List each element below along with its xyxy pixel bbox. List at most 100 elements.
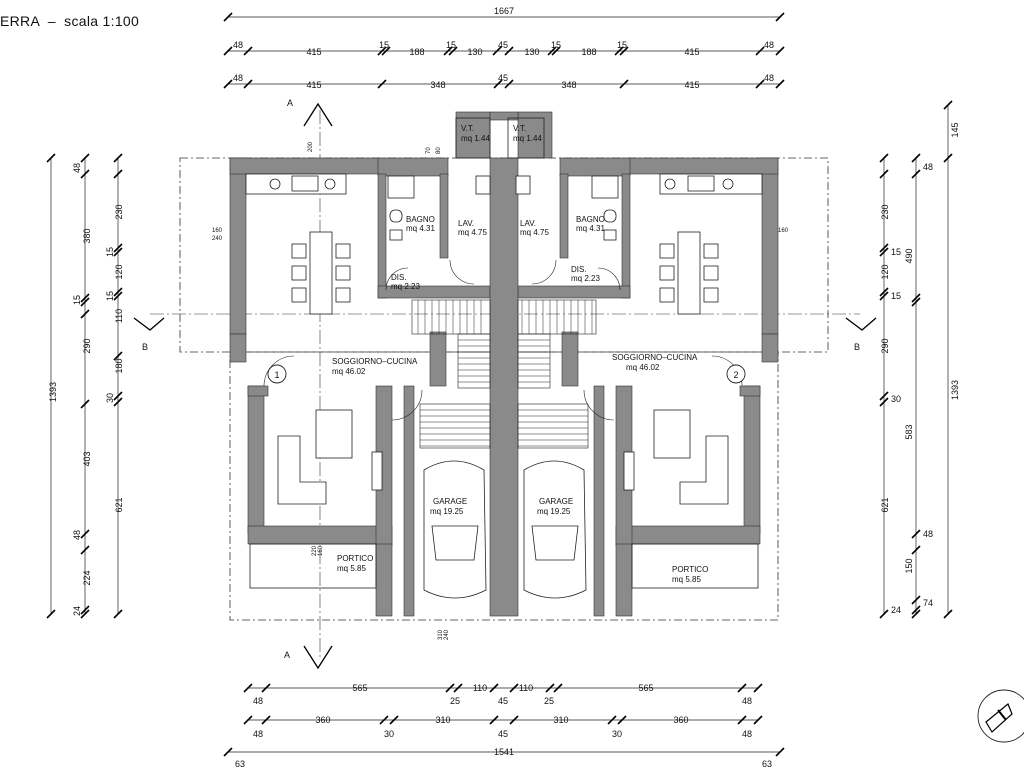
unit-1-circle: [267, 364, 287, 384]
car-right: [523, 460, 587, 599]
row2-ticks-tick: [775, 79, 785, 89]
left-dimensions: 1393 48 380 15 110 290 403 48 224 24 230…: [46, 153, 124, 619]
bottom-dimensions: 48 565 25 110 45 110 25 565 48 48 360 30…: [223, 683, 785, 768]
row1-ticks-tick: [381, 46, 391, 56]
dim-l-1: 380: [82, 228, 92, 243]
soggiorno-left-name: SOGGIORNO–CUCINA: [332, 357, 418, 366]
left-ticks-tick: [80, 169, 90, 179]
dis-left-area: mq 2.23: [391, 282, 420, 291]
left-ticks-tick: [113, 247, 123, 257]
bottom-ticks-tick: [389, 715, 399, 725]
living-furniture: [277, 409, 729, 505]
vt-left-name: V.T.: [461, 124, 474, 133]
left-ticks-tick: [80, 293, 90, 303]
dim-b2-7: 360: [673, 715, 688, 725]
bottom-ticks-tick: [445, 683, 455, 693]
dim-r-4: 30: [891, 394, 901, 404]
soggiorno-right-area: mq 46.02: [626, 363, 660, 372]
right-ticks-tick: [879, 391, 889, 401]
bottom-ticks-tick: [261, 715, 271, 725]
unit-markers: 1 2: [267, 364, 746, 384]
dim-b1-1: 565: [352, 683, 367, 693]
dim-r1-3: 188: [409, 47, 424, 57]
bagno-left-name: BAGNO: [406, 215, 435, 224]
row2-ticks-tick: [243, 79, 253, 89]
right-ticks-tick: [879, 291, 889, 301]
vt-right-name: V.T.: [513, 124, 526, 133]
unit-2-label: 2: [733, 370, 738, 380]
bottom-ticks-tick: [753, 715, 763, 725]
dim-b1-8: 48: [742, 696, 752, 706]
dim-overall-top: 1667: [494, 6, 514, 16]
row2-ticks-tick: [504, 79, 514, 89]
row1-ticks-tick: [492, 46, 502, 56]
kitchen-counters: [245, 173, 763, 195]
dim-r-0: 48: [923, 162, 933, 172]
dim-r1-6: 45: [498, 40, 508, 50]
right-ticks-tick: [911, 529, 921, 539]
section-b-left: B: [142, 342, 148, 352]
mark-2: 160: [778, 228, 789, 234]
dim-bottom-end-left: 63: [235, 759, 245, 768]
right-ticks-tick: [879, 397, 889, 407]
dim-b2-5: 310: [553, 715, 568, 725]
dim-r2-0: 230: [880, 204, 890, 219]
dim-r2-1: 15: [891, 247, 901, 257]
bottom-ticks-tick: [553, 683, 563, 693]
row1-ticks-tick: [223, 46, 233, 56]
section-b-right: B: [854, 342, 860, 352]
lav-right-name: LAV.: [520, 219, 536, 228]
dim-r1-1: 415: [306, 47, 321, 57]
dim-r2-6: 48: [764, 73, 774, 83]
dim-b1-0: 48: [253, 696, 263, 706]
left-ticks-tick: [113, 153, 123, 163]
left-ticks-tick: [80, 605, 90, 615]
dim-r1-12: 48: [764, 40, 774, 50]
left-ticks-tick: [80, 529, 90, 539]
dim-r-3: 290: [880, 338, 890, 353]
dim-b1-5: 110: [519, 683, 533, 693]
garage-right-area: mq 19.25: [537, 507, 571, 516]
left-ticks-tick: [113, 287, 123, 297]
row2-ticks-tick: [223, 79, 233, 89]
row1-ticks-tick: [448, 46, 458, 56]
portico-right-area: mq 5.85: [672, 575, 701, 584]
portico-right-name: PORTICO: [672, 565, 708, 574]
right-ticks-tick: [911, 545, 921, 555]
bottom-ticks-tick: [753, 683, 763, 693]
dim-l2-2: 15: [105, 247, 115, 257]
portico-left-name: PORTICO: [337, 554, 373, 563]
dim-l-2: 15: [72, 295, 82, 305]
dim-l-8: 24: [72, 606, 82, 616]
dim-r2-2: 120: [880, 264, 890, 279]
lav-right-area: mq 4.75: [520, 228, 549, 237]
dim-right-top: 145: [950, 122, 960, 137]
right-ticks-tick: [911, 293, 921, 303]
bagno-right-name: BAGNO: [576, 215, 605, 224]
mark-1: 160: [212, 228, 223, 234]
dim-b2-4: 45: [498, 729, 508, 739]
bottom-ticks-tick: [489, 715, 499, 725]
right-ticks-tick: [911, 297, 921, 307]
row2-ticks-tick: [755, 79, 765, 89]
dim-b2-3: 310: [435, 715, 450, 725]
dim-l2-4: 15: [105, 291, 115, 301]
row2-ticks-tick: [493, 79, 503, 89]
dim-r2-6: 621: [880, 497, 890, 512]
dining-tables: [291, 231, 719, 315]
lav-left-area: mq 4.75: [458, 228, 487, 237]
walls-left-unit: [229, 111, 491, 617]
dim-b2-6: 30: [612, 729, 622, 739]
dim-bottom-end-right: 63: [762, 759, 772, 768]
left-ticks-tick: [113, 391, 123, 401]
row2-ticks-tick: [377, 79, 387, 89]
dis-right-area: mq 2.23: [571, 274, 600, 283]
dim-r1-7: 130: [524, 47, 539, 57]
north-arrow-icon: [977, 689, 1024, 743]
dim-l-4: 290: [82, 338, 92, 353]
bottom-ticks-tick: [243, 683, 253, 693]
bottom-ticks-tick: [545, 683, 555, 693]
dim-b2-2: 30: [384, 729, 394, 739]
mark-9: 240: [444, 629, 450, 640]
section-a-bottom: A: [284, 650, 290, 660]
